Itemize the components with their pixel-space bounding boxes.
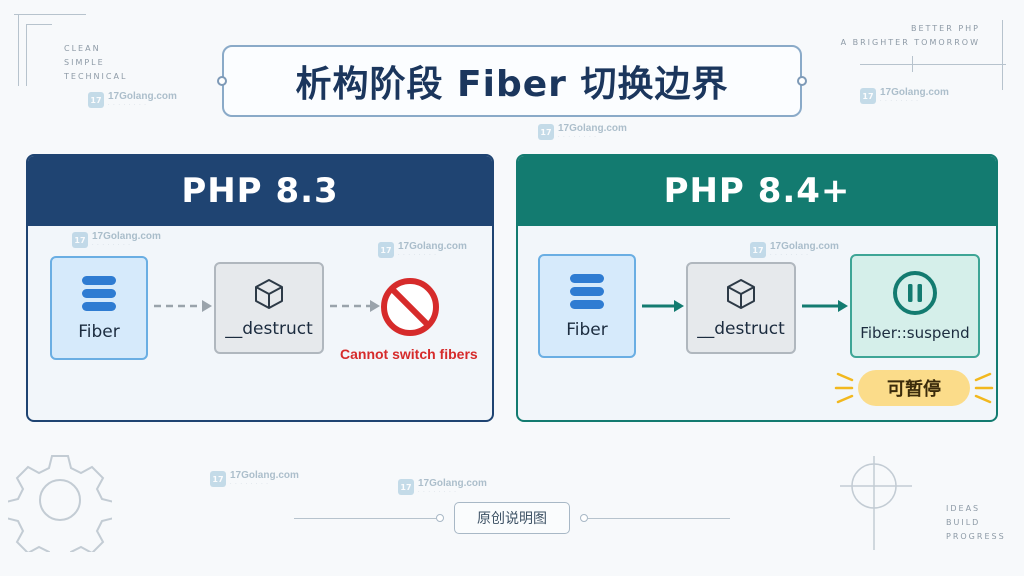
corner-line-top-right-v2 (1002, 20, 1003, 90)
title-box: 析构阶段 Fiber 切换边界 (222, 45, 802, 117)
solid-arrow (802, 300, 848, 312)
suspend-node: Fiber::suspend (850, 254, 980, 358)
can-pause-badge: 可暂停 (858, 370, 970, 406)
error-message: Cannot switch fibers (340, 346, 478, 362)
corner-text-top-left: CLEAN SIMPLE TECHNICAL (64, 44, 128, 81)
corner-text-top-right: BETTER PHP A BRIGHTER TOMORROW (840, 24, 980, 47)
caption-line-right (588, 518, 730, 519)
corner-deco-top-left (14, 14, 94, 94)
destruct-node: __destruct (214, 262, 324, 354)
panel-php83-title: PHP 8.3 (181, 171, 339, 211)
panel-php84-header: PHP 8.4+ (518, 156, 996, 226)
cube-icon (727, 279, 755, 309)
fiber-label: Fiber (78, 322, 120, 342)
fiber-stack-icon (82, 276, 116, 311)
title-dot-right (797, 76, 807, 86)
page-title: 析构阶段 Fiber 切换边界 (295, 64, 729, 105)
panel-php83-header: PHP 8.3 (28, 156, 492, 226)
destruct-label: __destruct (697, 319, 785, 339)
title-dot-left (217, 76, 227, 86)
caption-text: 原创说明图 (477, 511, 547, 527)
caption-dot-left (436, 514, 444, 522)
panel-php84-title: PHP 8.4+ (663, 171, 851, 211)
solid-arrow (642, 300, 684, 312)
dashed-arrow (154, 300, 212, 312)
destruct-label: __destruct (225, 319, 313, 339)
dashed-arrow (330, 300, 380, 312)
fiber-label: Fiber (566, 320, 608, 340)
pause-icon (893, 271, 937, 315)
fiber-node: Fiber (50, 256, 148, 360)
suspend-label: Fiber::suspend (860, 324, 970, 342)
cube-icon (255, 279, 283, 309)
corner-text-bottom-right: IDEAS BUILD PROGRESS (946, 504, 1006, 541)
sparkle-left-icon (834, 372, 854, 404)
fiber-stack-icon (570, 274, 604, 309)
corner-line-top-right (860, 64, 1006, 65)
prohibited-icon (381, 278, 439, 336)
destruct-node: __destruct (686, 262, 796, 354)
crosshair-icon (840, 456, 912, 550)
sparkle-right-icon (974, 372, 994, 404)
caption-line-left (294, 518, 436, 519)
gear-icon (8, 455, 112, 552)
corner-line-top-right-v (912, 56, 913, 72)
caption-dot-right (580, 514, 588, 522)
fiber-node: Fiber (538, 254, 636, 358)
caption-box: 原创说明图 (454, 502, 570, 534)
